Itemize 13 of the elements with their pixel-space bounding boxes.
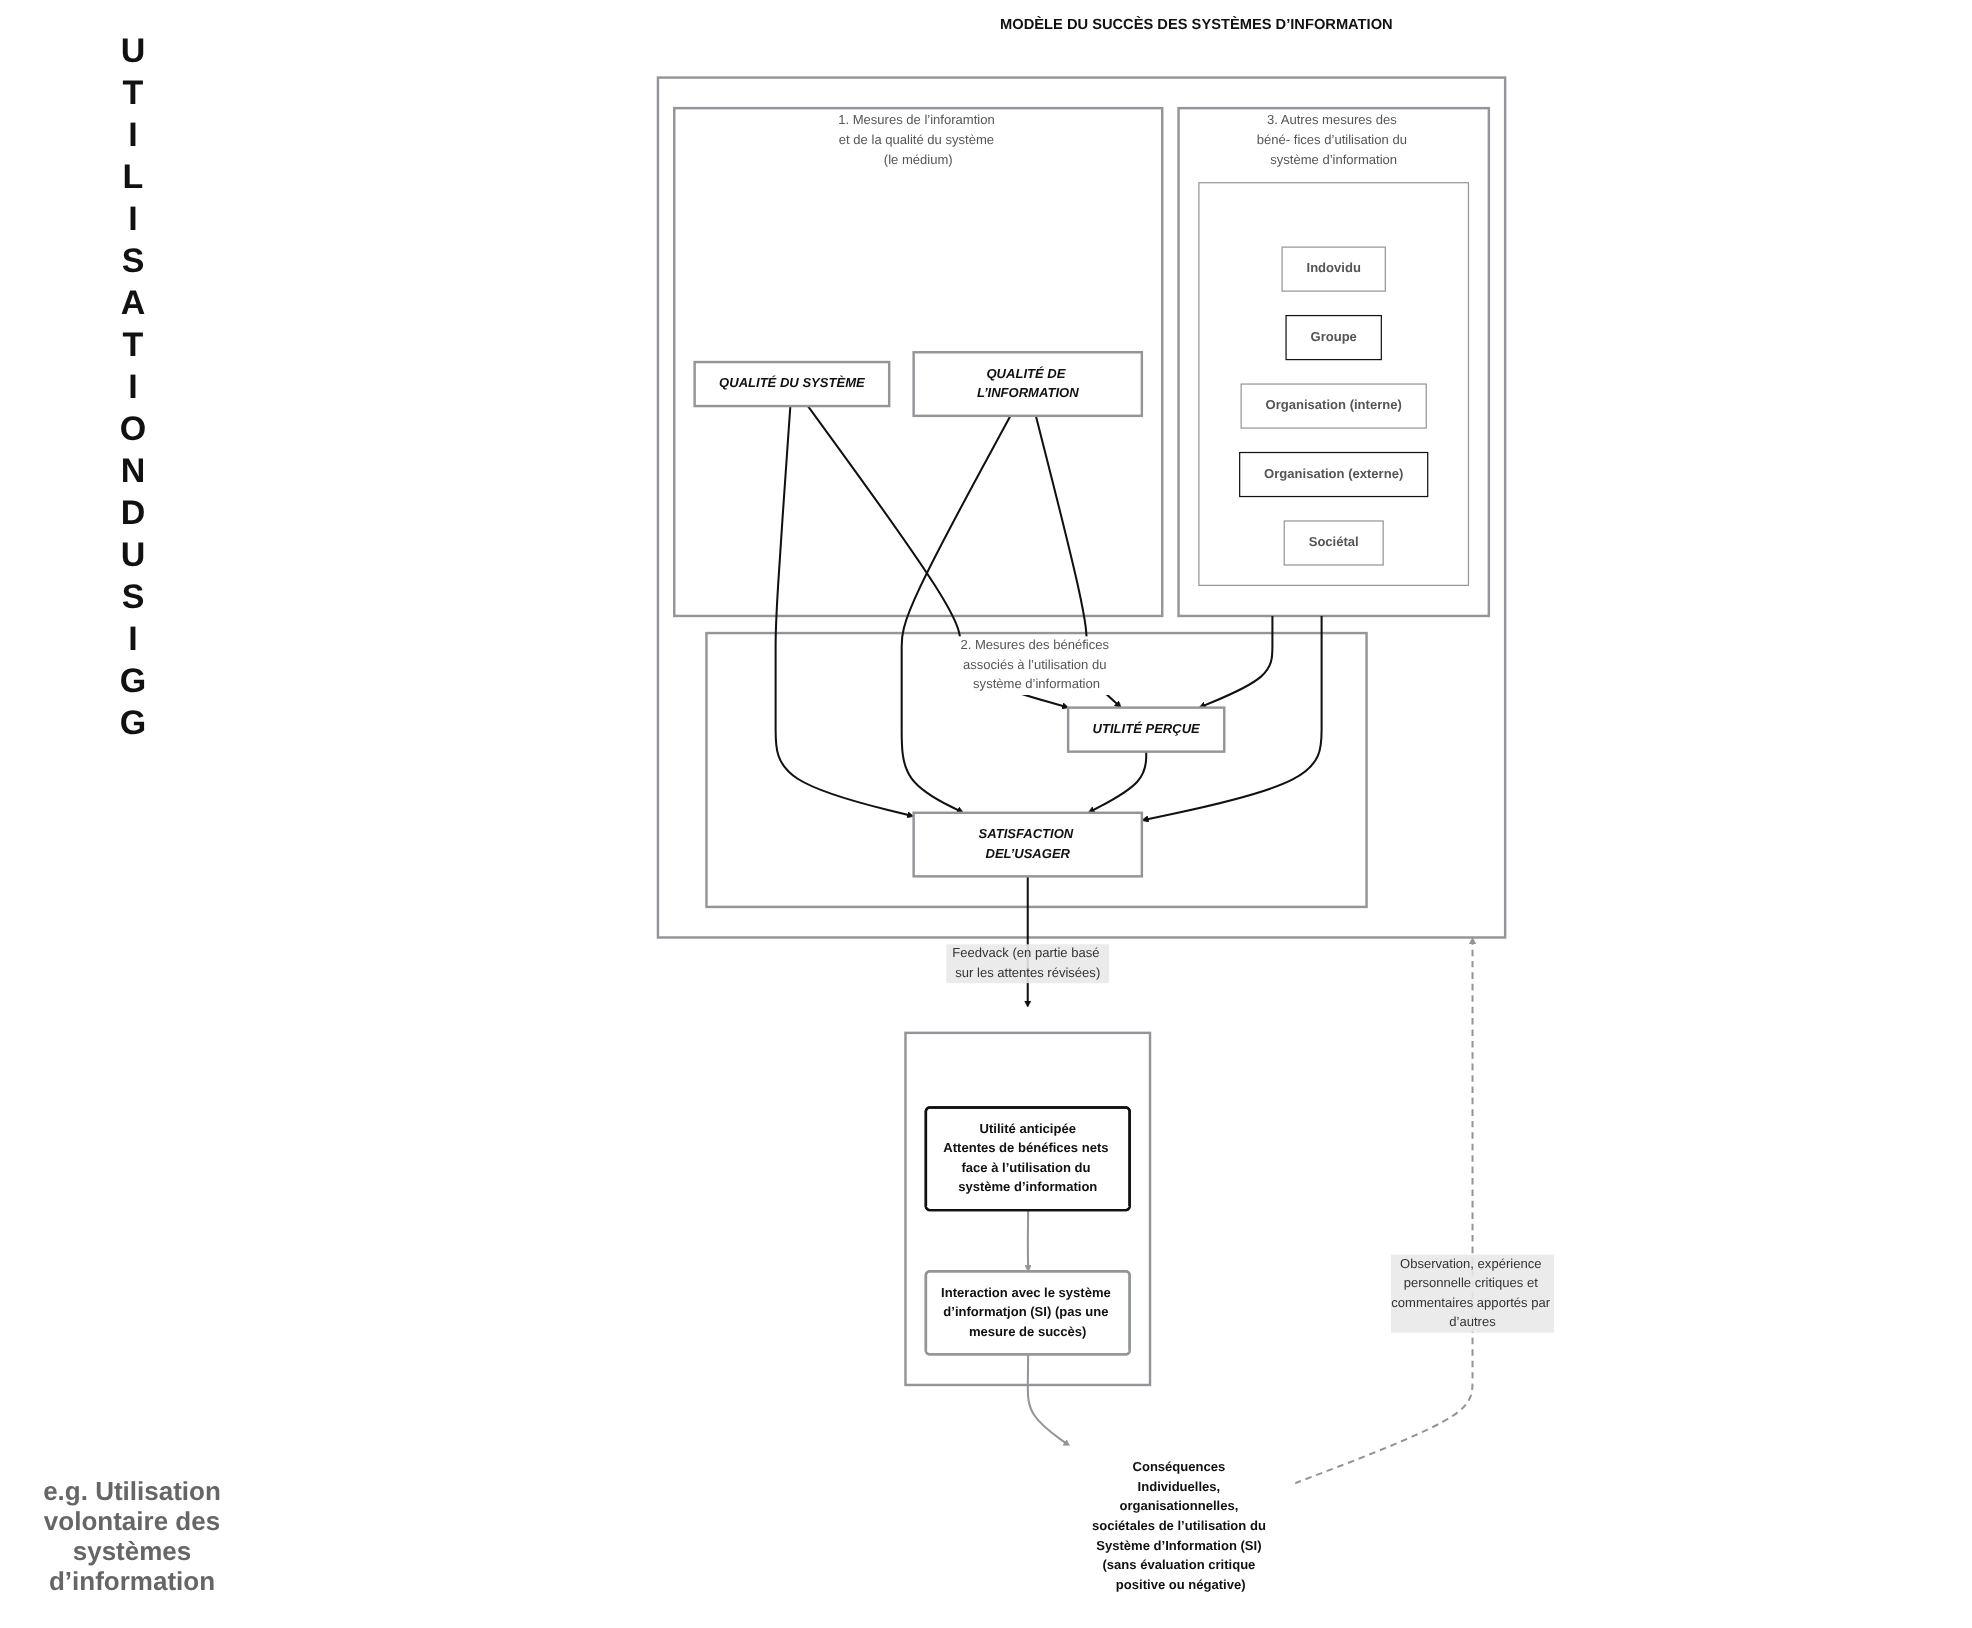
- arrow: [1294, 937, 1477, 1485]
- vertical-label: UTILISATIONDUSIGG: [112, 32, 152, 746]
- arrow: [900, 415, 1012, 814]
- note-text: e.g. Utilisation volontaire des systèmes d’information: [41, 1476, 223, 1596]
- arrow: [1087, 751, 1148, 814]
- cluster: [904, 1031, 1152, 1387]
- cluster: [1198, 182, 1470, 586]
- arrow: [1024, 1210, 1032, 1272]
- arrow: [774, 405, 914, 819]
- arrow: [1141, 615, 1323, 823]
- cluster: [656, 76, 1507, 939]
- arrow: [1198, 615, 1274, 709]
- arrow: [1026, 1354, 1071, 1447]
